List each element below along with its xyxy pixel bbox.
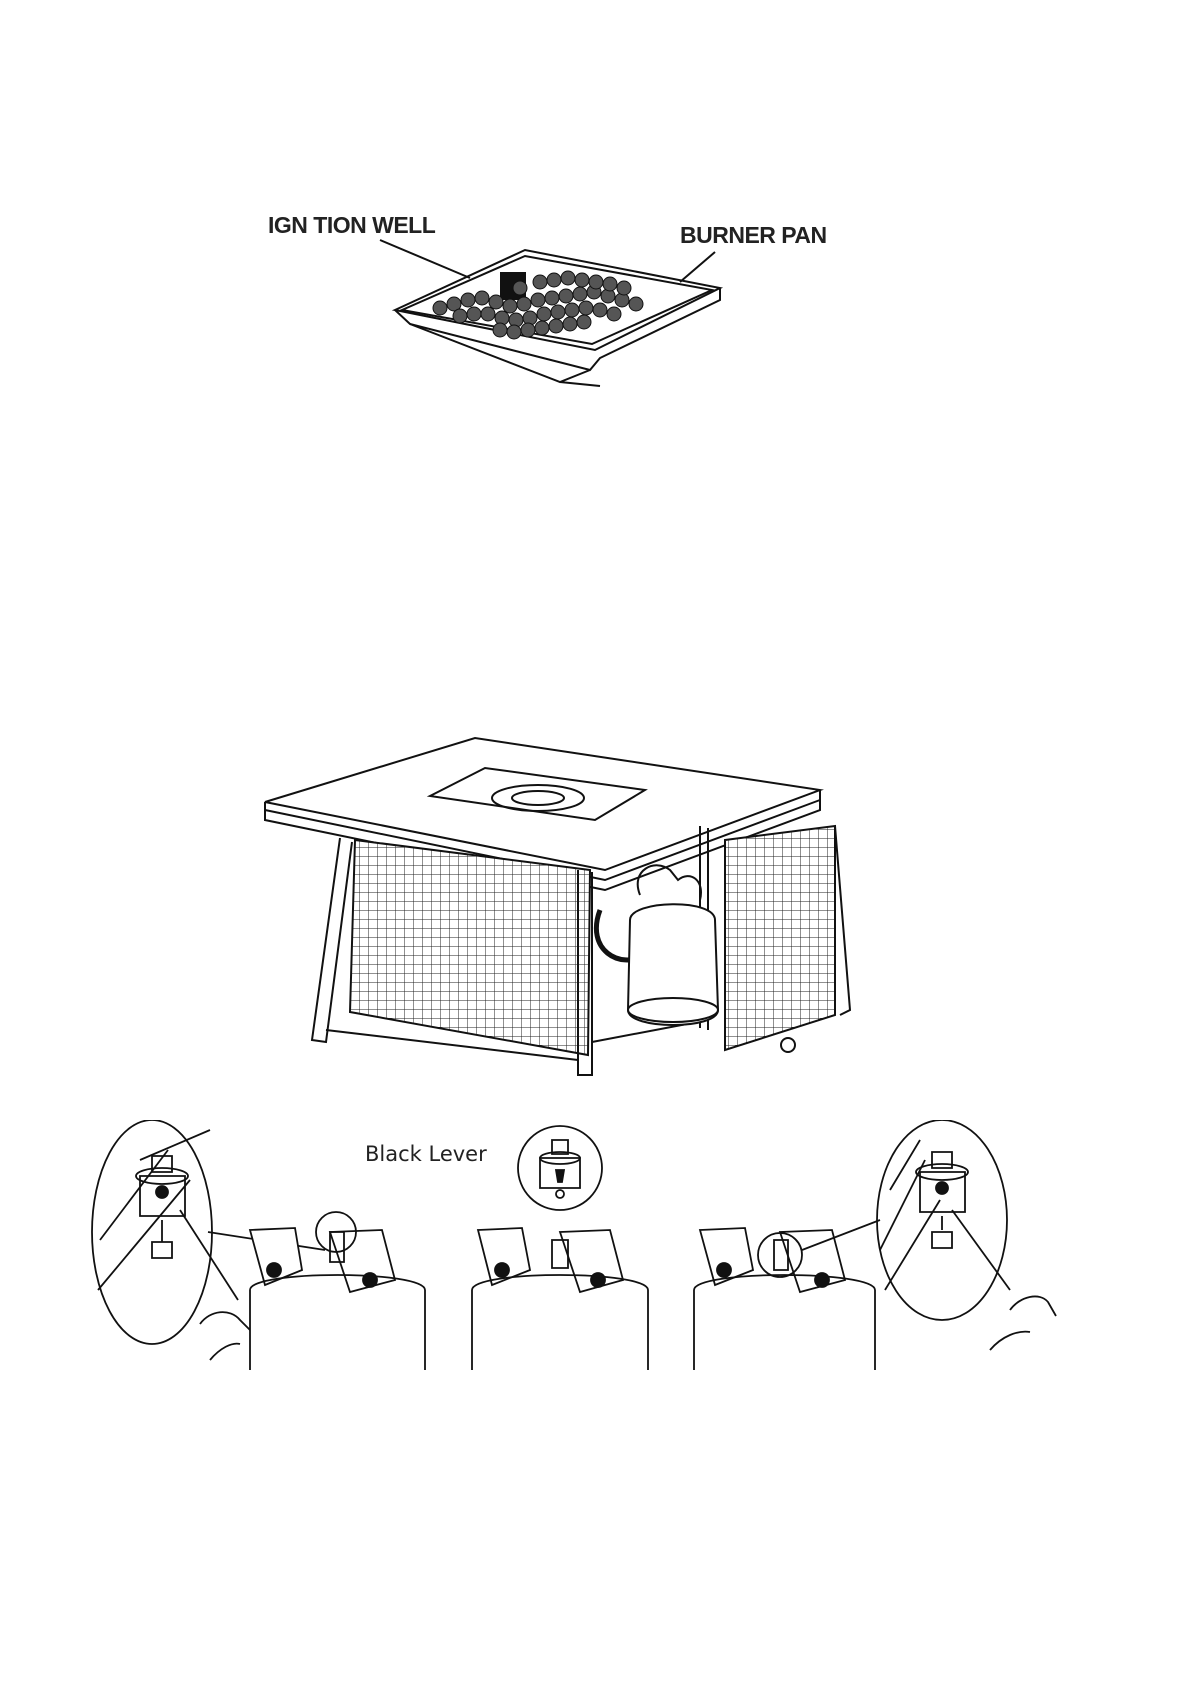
- burner-pan-figure: IGN TION WELL BURNER PAN: [260, 200, 860, 400]
- tank-valve-steps-figure: Black Lever: [90, 1120, 1100, 1370]
- fire-table-figure: [260, 730, 860, 1090]
- fire-table-drawing: [260, 730, 860, 1090]
- tank-valve-steps-drawing: [90, 1120, 1100, 1370]
- burner-pan-drawing: [260, 200, 860, 400]
